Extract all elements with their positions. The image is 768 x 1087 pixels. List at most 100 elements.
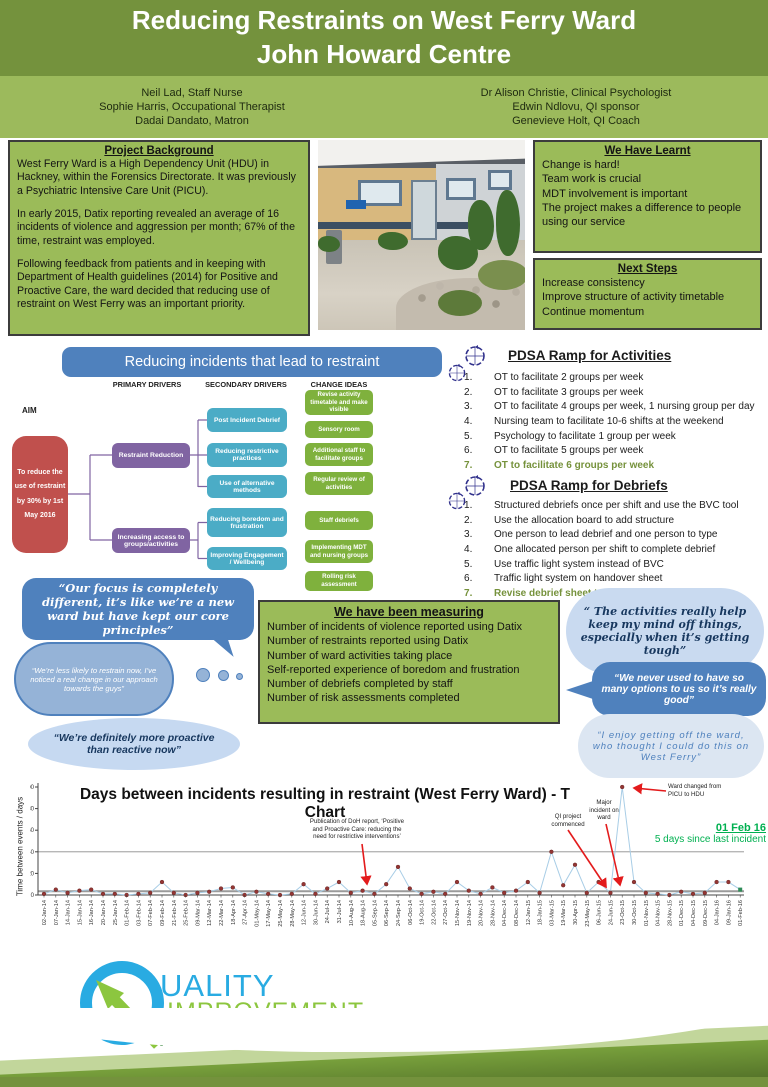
quote-bubble-patient-options: “We never used to have so many options t…: [592, 662, 766, 716]
svg-text:15-Nov-14: 15-Nov-14: [455, 900, 461, 926]
list-item: Use the allocation board to add structur…: [494, 514, 675, 526]
we-have-learnt-box: We Have Learnt Change is hard!Team work …: [533, 140, 762, 253]
chart-title: Days between incidents resulting in rest…: [79, 786, 571, 821]
driver-diagram-title: Reducing incidents that lead to restrain…: [62, 347, 442, 377]
thought-dot: [218, 670, 229, 681]
list-item: Number of risk assessments completed: [267, 692, 460, 705]
svg-text:28-May-14: 28-May-14: [290, 900, 296, 927]
svg-text:14-Jan-14: 14-Jan-14: [66, 900, 72, 925]
list-item: Nursing team to facilitate 10-6 shifts a…: [494, 416, 724, 428]
svg-text:80: 80: [30, 807, 35, 813]
quote-cloud-staff-restrain: “We’re less likely to restrain now, I’ve…: [14, 642, 174, 716]
footer-bar: [0, 1077, 768, 1087]
svg-text:23-Oct-15: 23-Oct-15: [620, 900, 626, 925]
svg-text:12-Mar-14: 12-Mar-14: [207, 900, 213, 926]
footer-swoosh: [0, 1008, 768, 1087]
list-item: Self-reported experience of boredom and …: [267, 663, 520, 676]
logo-word-quality: UALITY: [160, 968, 275, 1003]
svg-text:30-Apr-15: 30-Apr-15: [573, 900, 579, 925]
paragraph: In early 2015, Datix reporting revealed …: [17, 208, 295, 247]
list-item: Genevieve Holt, QI Coach: [512, 115, 640, 128]
svg-text:25-Feb-14: 25-Feb-14: [184, 900, 190, 926]
svg-text:24-Jun-15: 24-Jun-15: [608, 900, 614, 925]
svg-text:12-Jun-14: 12-Jun-14: [302, 900, 308, 925]
thought-dot: [196, 668, 210, 682]
svg-text:31-Jul-14: 31-Jul-14: [337, 900, 343, 923]
svg-text:22-Oct-14: 22-Oct-14: [431, 900, 437, 925]
svg-text:04-Dec-15: 04-Dec-15: [691, 900, 697, 926]
svg-text:27-Apr-14: 27-Apr-14: [243, 900, 249, 925]
svg-text:09-Mar-14: 09-Mar-14: [195, 900, 201, 926]
project-background-text: West Ferry Ward is a High Dependency Uni…: [17, 158, 301, 311]
poster-title-line1: Reducing Restraints on West Ferry Ward: [131, 5, 637, 36]
t-chart-plot: 02040608010002-Jan-1407-Jan-1414-Jan-141…: [30, 783, 744, 927]
list-item: Sophie Harris, Occupational Therapist: [99, 100, 285, 113]
list-item: Number of restraints reported using Dati…: [267, 635, 469, 648]
chart-y-axis-label: Time between events / days: [15, 796, 25, 897]
svg-text:18-Aug-14: 18-Aug-14: [361, 900, 367, 926]
quote-cloud-patient-ward: “I enjoy getting off the ward, who thoug…: [578, 714, 764, 778]
note-text: 5 days since last incident: [654, 834, 766, 845]
list-item: Number of incidents of violence reported…: [267, 621, 522, 633]
list-item: Continue momentum: [542, 305, 645, 318]
svg-text:06-Sep-14: 06-Sep-14: [384, 900, 390, 926]
svg-text:60: 60: [30, 828, 35, 834]
thought-dot: [236, 673, 243, 680]
pdsa-activities-title: PDSA Ramp for Activities: [508, 348, 672, 363]
svg-text:18-Jan-15: 18-Jan-15: [538, 900, 544, 925]
svg-text:24-Sep-14: 24-Sep-14: [396, 900, 402, 926]
list-item: Increase consistency: [542, 277, 645, 289]
list-item: Use traffic light system instead of BVC: [494, 558, 664, 570]
list-item: Change is hard!: [542, 159, 620, 171]
list-item: Structured debriefs once per shift and u…: [494, 500, 739, 511]
svg-text:25-Jan-14: 25-Jan-14: [113, 900, 119, 925]
bubble-tail: [566, 680, 596, 700]
driver-diagram-connectors: [68, 419, 207, 560]
list-item: Dadai Dandato, Matron: [135, 115, 249, 128]
chart-annotation-qi: QI project commenced: [551, 813, 585, 828]
svg-text:21-Feb-14: 21-Feb-14: [172, 900, 178, 926]
svg-text:01-Feb-16: 01-Feb-16: [738, 900, 744, 926]
svg-text:19-Oct-14: 19-Oct-14: [420, 900, 426, 925]
svg-text:09-Dec-15: 09-Dec-15: [703, 900, 709, 926]
measuring-list: Number of incidents of violence reported…: [267, 620, 551, 706]
list-item: Revise debrief sheet to streamline: [494, 588, 657, 600]
chart-last-incident-note: 01 Feb 16 5 days since last incident: [640, 822, 766, 845]
authors-right: Dr Alison Christie, Clinical Psychologis…: [384, 86, 768, 129]
paragraph: Following feedback from patients and in …: [17, 258, 278, 311]
ward-courtyard-photo: [318, 140, 525, 330]
measuring-box: We have been measuring Number of inciden…: [258, 600, 560, 724]
list-item: Psychology to facilitate 1 group per wee…: [494, 430, 676, 442]
svg-text:19-Mar-15: 19-Mar-15: [561, 900, 567, 926]
paragraph: West Ferry Ward is a High Dependency Uni…: [17, 158, 296, 197]
list-item: Number of ward activities taking place: [267, 649, 453, 662]
svg-text:04-Nov-15: 04-Nov-15: [656, 900, 662, 926]
change-idea-node: Rolling risk assessment: [305, 571, 373, 591]
pdsa-cycle-icon: [465, 475, 485, 496]
svg-text:0: 0: [31, 893, 35, 899]
svg-text:01-May-14: 01-May-14: [254, 900, 260, 927]
list-item: Improve structure of activity timetable: [542, 291, 725, 304]
primary-driver-node: Restraint Reduction: [112, 443, 190, 468]
svg-text:05-Sep-14: 05-Sep-14: [372, 900, 378, 926]
svg-text:30-Oct-15: 30-Oct-15: [632, 900, 638, 925]
svg-text:06-Jun-15: 06-Jun-15: [597, 900, 603, 925]
svg-text:10-Aug-14: 10-Aug-14: [349, 900, 355, 926]
change-idea-node: Additional staff to facilitate groups: [305, 443, 373, 466]
list-item: Dr Alison Christie, Clinical Psychologis…: [480, 86, 672, 99]
svg-text:20-Nov-14: 20-Nov-14: [479, 900, 485, 926]
svg-text:20-Jan-14: 20-Jan-14: [101, 900, 107, 925]
quote-ellipse-staff-proactive: “We’re definitely more proactive than re…: [28, 718, 240, 770]
svg-text:09-Jan-16: 09-Jan-16: [726, 900, 732, 925]
svg-text:18-Apr-14: 18-Apr-14: [231, 900, 237, 925]
list-item: OT to facilitate 4 groups per week, 1 nu…: [494, 401, 755, 413]
secondary-driver-node: Reducing restrictive practices: [207, 443, 287, 467]
we-have-learnt-title: We Have Learnt: [604, 145, 691, 157]
list-item: One person to lead debrief and one perso…: [494, 529, 718, 541]
column-header-change: CHANGE IDEAS: [310, 380, 368, 389]
svg-text:08-Dec-14: 08-Dec-14: [514, 900, 520, 926]
